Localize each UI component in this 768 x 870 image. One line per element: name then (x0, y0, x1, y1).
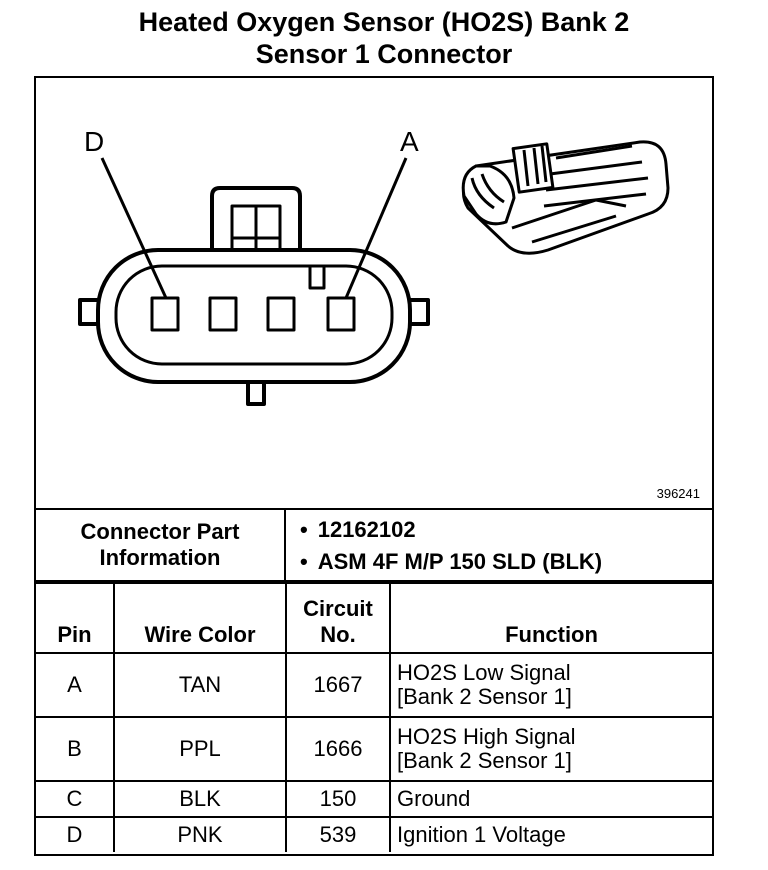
cell-circuit: 150 (285, 780, 391, 818)
cell-circuit: 539 (285, 816, 391, 852)
pin-label-d: D (84, 126, 105, 157)
part-number-list: 12162102 ASM 4F M/P 150 SLD (BLK) (300, 514, 602, 578)
cell-function: HO2S High Signal [Bank 2 Sensor 1] (389, 716, 712, 782)
connector-drawing (78, 140, 670, 406)
table-header-row: Pin Wire Color Circuit No. Function (36, 582, 712, 654)
header-circuit-line-1: Circuit (303, 596, 373, 621)
polarizing-notch (308, 266, 326, 290)
figure-number: 396241 (656, 486, 700, 501)
cell-pin: B (36, 716, 115, 782)
cell-pin: A (36, 652, 115, 718)
connector-diagram: D A 396241 (36, 78, 712, 510)
function-line-2: [Bank 2 Sensor 1] (397, 748, 572, 773)
pin-cavity-b (266, 296, 296, 332)
part-label-line-2: Information (99, 545, 221, 570)
header-wire-color: Wire Color (113, 582, 287, 654)
cell-wire-color: PPL (113, 716, 287, 782)
cell-function: Ignition 1 Voltage (389, 816, 712, 852)
table-row: A TAN 1667 HO2S Low Signal [Bank 2 Senso… (36, 652, 712, 718)
page-title: Heated Oxygen Sensor (HO2S) Bank 2 Senso… (0, 6, 768, 70)
header-pin: Pin (36, 582, 115, 654)
header-circuit-line-2: No. (320, 622, 356, 647)
locking-tab (210, 186, 302, 274)
function-line-1: HO2S High Signal (397, 724, 576, 749)
table-row: B PPL 1666 HO2S High Signal [Bank 2 Sens… (36, 716, 712, 782)
bottom-key (246, 381, 266, 406)
part-label-line-1: Connector Part (80, 519, 240, 544)
connector-part-info: Connector Part Information 12162102 ASM … (36, 510, 712, 582)
title-line-2: Sensor 1 Connector (255, 39, 513, 69)
part-description: ASM 4F M/P 150 SLD (BLK) (300, 546, 602, 578)
pin-cavity-c (208, 296, 238, 332)
function-line-1: HO2S Low Signal (397, 660, 571, 685)
pin-label-a: A (400, 126, 419, 157)
title-line-1: Heated Oxygen Sensor (HO2S) Bank 2 (138, 7, 630, 37)
table-row: C BLK 150 Ground (36, 780, 712, 818)
leader-line-a (344, 157, 408, 299)
cell-pin: D (36, 816, 115, 852)
cell-circuit: 1667 (285, 652, 391, 718)
cell-pin: C (36, 780, 115, 818)
cell-wire-color: BLK (113, 780, 287, 818)
connector-part-label: Connector Part Information (36, 510, 286, 580)
leader-line-d (100, 157, 168, 299)
pinout-table: Pin Wire Color Circuit No. Function A TA… (36, 582, 712, 852)
cell-wire-color: PNK (113, 816, 287, 852)
pin-cavity-a (326, 296, 356, 332)
cell-wire-color: TAN (113, 652, 287, 718)
header-function: Function (389, 582, 712, 654)
header-circuit: Circuit No. (285, 582, 391, 654)
connector-frame: D A 396241 Connector Part Information 12… (34, 76, 714, 856)
cell-function: Ground (389, 780, 712, 818)
table-row: D PNK 539 Ignition 1 Voltage (36, 816, 712, 852)
connector-body-inner (114, 264, 394, 366)
cell-circuit: 1666 (285, 716, 391, 782)
left-ear (78, 298, 98, 326)
cell-function: HO2S Low Signal [Bank 2 Sensor 1] (389, 652, 712, 718)
function-line-2: [Bank 2 Sensor 1] (397, 684, 572, 709)
part-number: 12162102 (300, 514, 602, 546)
right-ear (410, 298, 430, 326)
connector-perspective (461, 140, 670, 255)
